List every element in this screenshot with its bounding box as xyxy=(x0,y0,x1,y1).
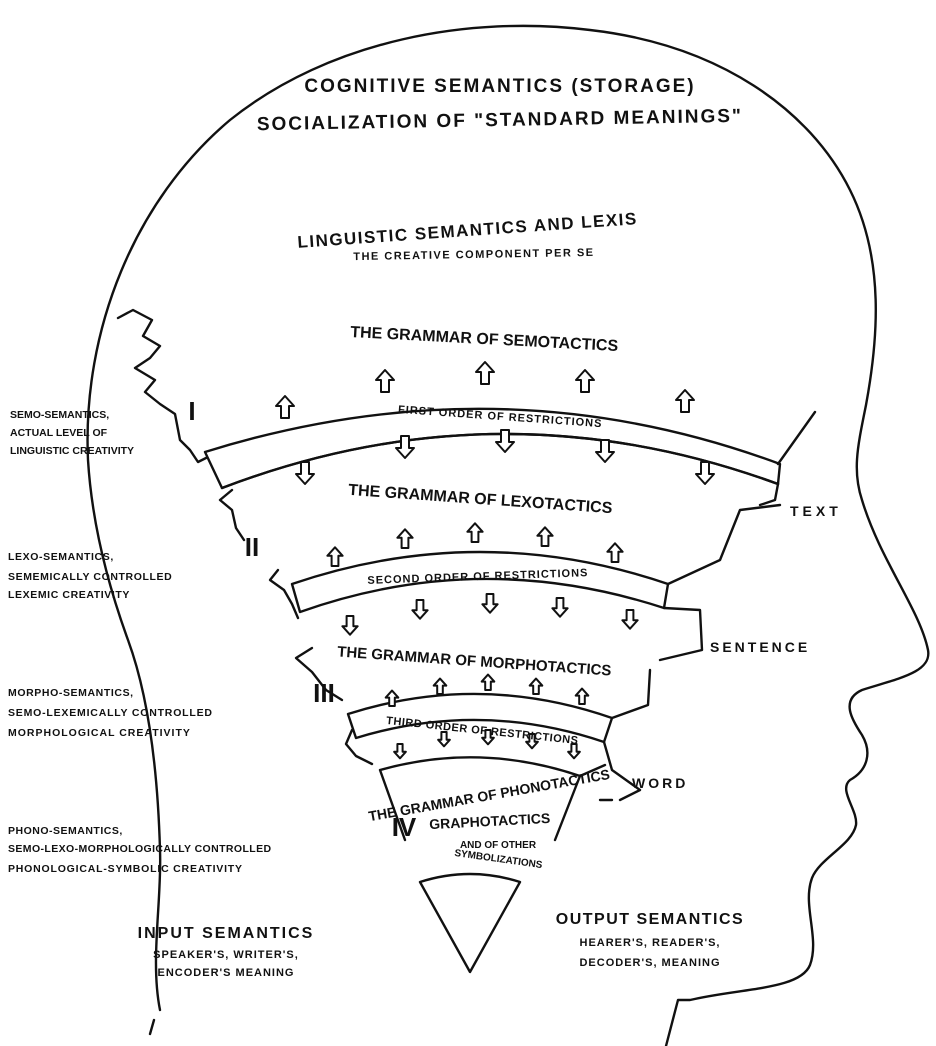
head-outline xyxy=(88,26,929,1046)
graphotactics-label: GRAPHOTACTICS xyxy=(429,810,551,832)
restriction-arrow xyxy=(276,396,294,418)
restriction-arrow xyxy=(467,523,482,542)
zigzag-connector xyxy=(118,310,210,462)
linguistic-semantics-title: LINGUISTIC SEMANTICS AND LEXIS xyxy=(297,209,638,252)
restriction-arrow xyxy=(576,370,594,392)
restriction-arrow xyxy=(696,462,714,484)
level-IV: IV xyxy=(392,812,417,842)
semotactics-heading: THE GRAMMAR OF SEMOTACTICS xyxy=(350,324,619,355)
restriction-arrow xyxy=(576,689,589,704)
restriction-arrow xyxy=(342,616,357,635)
semo-semantics-line3: LINGUISTIC CREATIVITY xyxy=(10,445,134,457)
other-symbolizations-line2: SYMBOLIZATIONS xyxy=(454,848,544,871)
lexotactics-heading: THE GRAMMAR OF LEXOTACTICS xyxy=(348,482,613,517)
lexo-semantics-line2: SEMEMICALLY CONTROLLED xyxy=(8,571,172,583)
restriction-arrow xyxy=(530,679,543,694)
restriction-arrow xyxy=(476,362,494,384)
output-semantics-line2: DECODER'S, MEANING xyxy=(579,957,720,969)
restriction-arrow xyxy=(412,600,427,619)
output-semantics-title: OUTPUT SEMANTICS xyxy=(556,911,744,928)
restriction-arrow xyxy=(482,675,495,690)
level-I: I xyxy=(188,396,195,426)
restriction-arrow xyxy=(394,744,406,758)
restriction-arrow xyxy=(676,390,694,412)
sentence-unit-label: SENTENCE xyxy=(710,639,810,655)
output-cone xyxy=(420,874,520,972)
input-semantics-line2: ENCODER'S MEANING xyxy=(158,967,295,979)
level-III: III xyxy=(313,678,335,708)
phono-semantics-line3: PHONOLOGICAL-SYMBOLIC CREATIVITY xyxy=(8,863,243,875)
morpho-semantics-line3: MORPHOLOGICAL CREATIVITY xyxy=(8,727,191,739)
semo-semantics-line1: SEMO-SEMANTICS, xyxy=(10,409,109,421)
input-semantics-title: INPUT SEMANTICS xyxy=(138,925,315,942)
restriction-arrow xyxy=(434,679,447,694)
phono-semantics-line2: SEMO-LEXO-MORPHOLOGICALLY CONTROLLED xyxy=(8,843,272,855)
level-II: II xyxy=(245,532,259,562)
input-tick xyxy=(150,1020,154,1034)
morpho-semantics-line2: SEMO-LEXEMICALLY CONTROLLED xyxy=(8,707,213,719)
sentence-bracket xyxy=(660,608,702,660)
text-bracket xyxy=(668,505,780,584)
lexo-semantics-line3: LEXEMIC CREATIVITY xyxy=(8,589,130,601)
restriction-arrow xyxy=(622,610,637,629)
restriction-arrow xyxy=(596,440,614,462)
morphotactics-heading: THE GRAMMAR OF MORPHOTACTICS xyxy=(337,643,612,679)
sentence-tick xyxy=(612,670,650,718)
restriction-arrow xyxy=(327,547,342,566)
restriction-arrow xyxy=(376,370,394,392)
restriction-arrow xyxy=(397,529,412,548)
word-unit-label: WORD xyxy=(632,775,688,791)
restriction-arrow xyxy=(607,543,622,562)
restriction-arrow xyxy=(296,462,314,484)
text-unit-label: TEXT xyxy=(790,503,842,519)
output-semantics-line1: HEARER'S, READER'S, xyxy=(580,937,721,949)
level-connector xyxy=(220,490,244,540)
word-bracket xyxy=(604,742,640,800)
restriction-arrow xyxy=(552,598,567,617)
creative-component-subtitle: THE CREATIVE COMPONENT PER SE xyxy=(353,247,595,263)
phono-semantics-line1: PHONO-SEMANTICS, xyxy=(8,825,123,837)
lexo-semantics-line1: LEXO-SEMANTICS, xyxy=(8,551,114,563)
semo-semantics-line2: ACTUAL LEVEL OF xyxy=(10,427,108,439)
cognitive-semantics-title: COGNITIVE SEMANTICS (STORAGE) xyxy=(304,76,695,97)
restriction-arrow xyxy=(537,527,552,546)
restriction-arrow xyxy=(482,594,497,613)
input-semantics-line1: SPEAKER'S, WRITER'S, xyxy=(153,949,299,961)
restriction-arrow xyxy=(438,732,450,746)
socialization-title: SOCIALIZATION OF "STANDARD MEANINGS" xyxy=(257,106,743,135)
morpho-semantics-line1: MORPHO-SEMANTICS, xyxy=(8,687,134,699)
